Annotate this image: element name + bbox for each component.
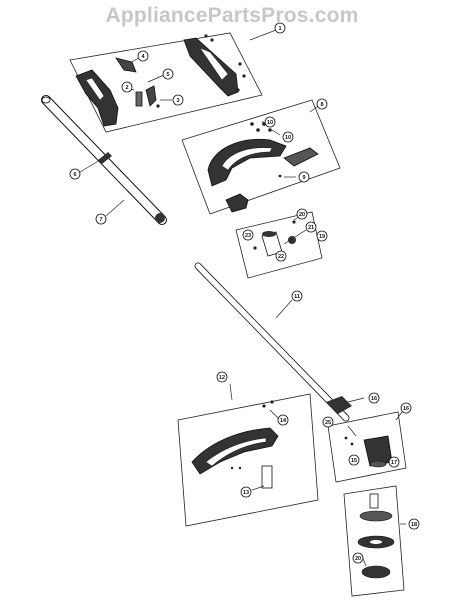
callout-6: 6 [69, 168, 81, 180]
svg-text:16: 16 [403, 406, 409, 412]
panel-motor-parts [235, 211, 324, 279]
callout-16: 16 [368, 392, 380, 404]
svg-text:6: 6 [73, 172, 76, 178]
switch-part [145, 85, 157, 107]
svg-text:1: 1 [278, 26, 281, 32]
spool-shaft [369, 493, 379, 509]
callout-15: 15 [348, 454, 360, 466]
panel-guard [177, 383, 319, 527]
screws-handle [156, 34, 246, 108]
callout-8: 8 [316, 98, 328, 110]
callout-17: 17 [388, 456, 400, 468]
svg-text:10: 10 [285, 135, 291, 141]
shaft-coupler [326, 396, 352, 414]
upper-shaft [41, 95, 167, 225]
spool-cap [359, 510, 393, 522]
svg-text:19: 19 [319, 234, 325, 240]
callout-20: 20 [296, 208, 308, 220]
callout-13: 13 [240, 486, 252, 498]
svg-text:10: 10 [267, 120, 273, 126]
callout-14: 14 [277, 414, 289, 426]
callout-12: 12 [216, 371, 228, 383]
handle-half-left [75, 69, 119, 127]
svg-text:16: 16 [371, 396, 377, 402]
svg-text:25: 25 [325, 420, 331, 426]
callout-21: 21 [305, 221, 317, 233]
callout-9: 9 [298, 171, 310, 183]
panel-gear-head [327, 411, 407, 483]
callout-23: 23 [242, 229, 254, 241]
svg-text:11: 11 [294, 294, 300, 300]
lower-shaft [194, 262, 365, 422]
handle-half-right [183, 37, 239, 97]
svg-text:14: 14 [280, 418, 287, 424]
lever-part [135, 91, 143, 107]
svg-text:20: 20 [355, 556, 361, 562]
callout-25: 25 [322, 416, 334, 428]
callout-19: 19 [316, 230, 328, 242]
svg-text:12: 12 [219, 375, 225, 381]
svg-text:8: 8 [320, 102, 323, 108]
spool-housing [361, 565, 391, 579]
trigger-part [115, 57, 137, 73]
callout-3: 3 [172, 94, 184, 106]
svg-text:9: 9 [302, 175, 305, 181]
callout-20b: 20 [352, 552, 364, 564]
motor-block [225, 193, 249, 213]
callout-18: 18 [408, 518, 420, 530]
svg-text:18: 18 [411, 522, 417, 528]
svg-text:15: 15 [351, 458, 357, 464]
svg-text:3: 3 [176, 98, 179, 104]
svg-text:13: 13 [243, 490, 249, 496]
callout-11: 11 [291, 290, 303, 302]
callout-7: 7 [95, 213, 107, 225]
svg-text:7: 7 [99, 217, 102, 223]
line-cutter [261, 465, 273, 489]
shaft-clamp [98, 152, 112, 164]
panel-motor-housing [181, 99, 341, 215]
callout-10b: 10 [282, 131, 294, 143]
svg-text:23: 23 [245, 233, 251, 239]
svg-text:21: 21 [308, 225, 314, 231]
svg-text:17: 17 [391, 460, 397, 466]
callouts: 1 2 3 4 5 6 7 8 9 10 10 11 12 13 14 15 1… [69, 22, 420, 564]
callout-2: 2 [121, 81, 133, 93]
screws-housing [250, 122, 282, 178]
callout-4: 4 [137, 50, 149, 62]
callout-22: 22 [275, 250, 287, 262]
callout-5: 5 [162, 68, 174, 80]
panel-spool [343, 485, 406, 597]
callout-16b: 16 [400, 402, 412, 414]
housing-cover [283, 147, 319, 167]
svg-text:20: 20 [299, 212, 305, 218]
callout-1: 1 [274, 22, 286, 34]
svg-text:4: 4 [141, 54, 145, 60]
watermark: AppliancePartsPros.com [105, 4, 359, 27]
svg-text:2: 2 [125, 85, 128, 91]
svg-text:5: 5 [166, 72, 169, 78]
panel-handle-assembly [69, 29, 277, 133]
callout-10: 10 [264, 116, 276, 128]
svg-text:22: 22 [278, 254, 284, 260]
